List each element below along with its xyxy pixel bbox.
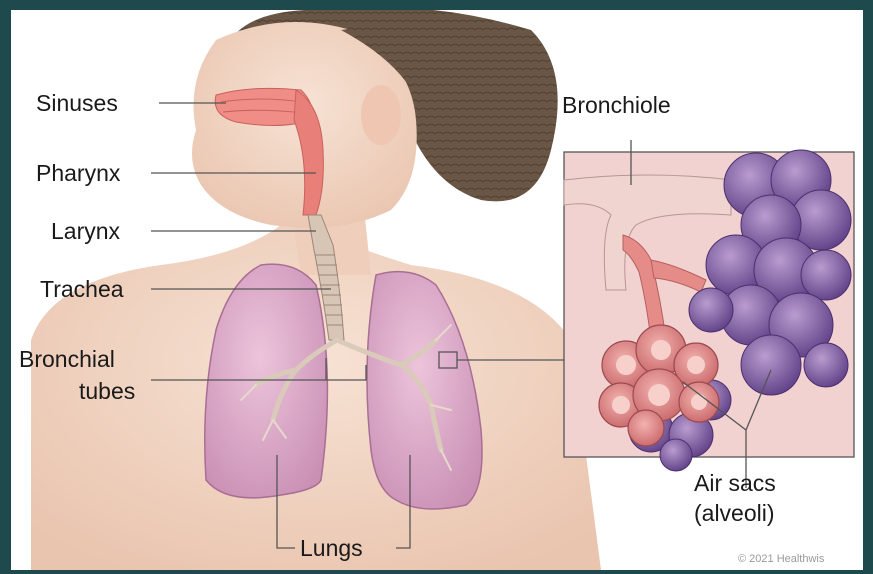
ear	[361, 85, 401, 145]
label-tubes: tubes	[79, 380, 135, 403]
label-pharynx: Pharynx	[36, 162, 120, 185]
label-alveoli: (alveoli)	[694, 502, 775, 525]
copyright-text: © 2021 Healthwis	[738, 553, 824, 565]
label-trachea: Trachea	[40, 278, 124, 301]
diagram-frame: Sinuses Pharynx Larynx Trachea Bronchial…	[11, 10, 863, 570]
label-larynx: Larynx	[51, 220, 120, 243]
label-bronchiole: Bronchiole	[562, 94, 671, 117]
label-lungs: Lungs	[300, 537, 363, 560]
label-sinuses: Sinuses	[36, 92, 118, 115]
label-bronchial: Bronchial	[19, 348, 115, 371]
label-air-sacs: Air sacs	[694, 472, 776, 495]
